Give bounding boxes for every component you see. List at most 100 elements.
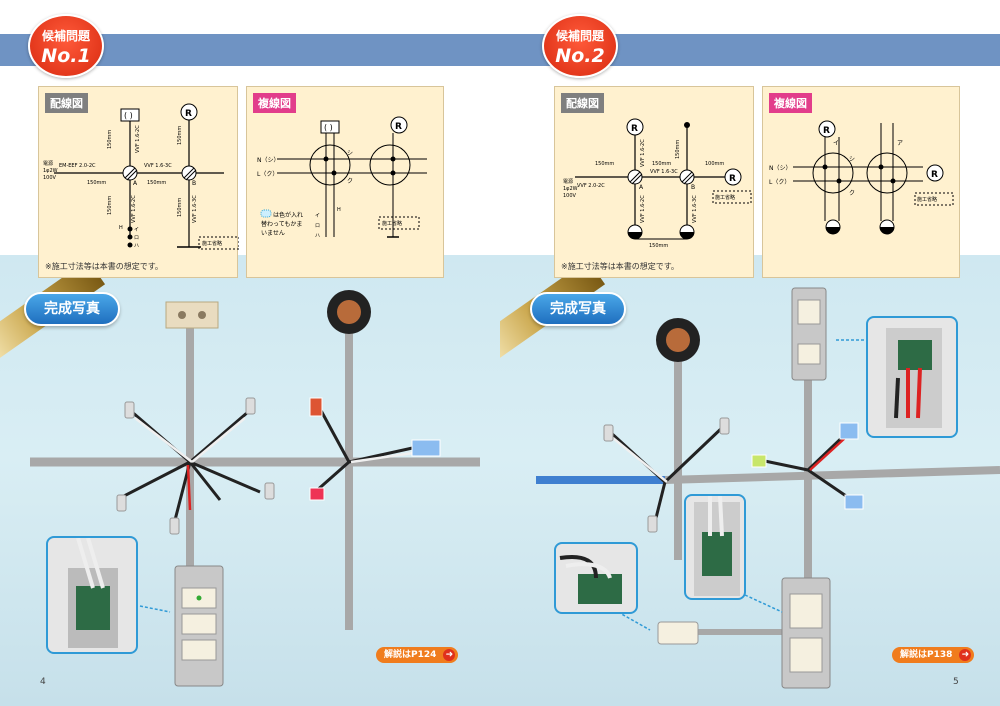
- multi-tag: 複線図: [769, 93, 812, 113]
- multi-tag: 複線図: [253, 93, 296, 113]
- multi-line-panel: 複線図 ( ) R N（シ） L（ク） シ ク イ ロ ハ H: [246, 86, 444, 278]
- multi-omit: 施工省略: [917, 196, 937, 203]
- wiring-diagram: ( ) R A B VVF 1.6-2C VVF 1.6-3C EM-EEF 2…: [43, 103, 239, 250]
- wiring-tag: 配線図: [561, 93, 604, 113]
- wiring-omit: 施工省略: [715, 194, 735, 201]
- reference-link[interactable]: 解説はP138 ➜: [892, 647, 975, 663]
- wiring-omit: 施工省略: [202, 240, 222, 247]
- wiring-lamp-1: R: [631, 124, 638, 134]
- switch-i: イ: [134, 227, 139, 233]
- reference-text: 解説はP124: [384, 650, 437, 660]
- wiring-dim-1: 150mm: [595, 161, 614, 167]
- wiring-dim-2: 150mm: [177, 126, 183, 145]
- completed-work-illustration: [536, 287, 1000, 689]
- photo-label: 完成写真: [24, 292, 120, 326]
- wiring-cable-2: VVF 1.6-3C: [650, 169, 678, 175]
- wiring-cable-5: VVF 1.6-3C: [692, 195, 698, 223]
- power-label-2: 1φ2W: [43, 168, 58, 174]
- wiring-cable-1: VVF 1.6-2C: [135, 125, 141, 153]
- wiring-cable-3: EM-EEF 2.0-2C: [59, 163, 96, 169]
- wiring-cable-2: VVF 1.6-3C: [144, 163, 172, 169]
- multi-line-n: N（シ）: [769, 165, 792, 172]
- multi-line-panel: 複線図 R R N（シ） L（ク） シ ク ア イ: [762, 86, 960, 278]
- wiring-dim-2: 150mm: [652, 161, 671, 167]
- photo-label: 完成写真: [530, 292, 626, 326]
- wiring-dim-4: 150mm: [147, 180, 166, 186]
- wiring-diagram-panel: 配線図 ( ) R A B VVF 1.6-2C VVF 1.6-3C EM-E…: [38, 86, 239, 278]
- box-b-label: B: [192, 180, 196, 187]
- power-label-1: 電源: [563, 178, 573, 185]
- badge-label: 候補問題: [41, 29, 90, 43]
- switch-h: H: [119, 225, 123, 231]
- multi-mark-shi: シ: [347, 150, 353, 157]
- wiring-dim-5: 150mm: [649, 243, 668, 249]
- dimension-note: ※施工寸法等は本書の想定です。: [561, 262, 679, 271]
- box-a-label: A: [133, 180, 138, 187]
- wiring-tag: 配線図: [45, 93, 88, 113]
- multi-mark-ku: ク: [849, 190, 855, 197]
- wiring-cable-4: VVF 1.6-2C: [640, 195, 646, 223]
- page-right: 候補問題 No.2 配線図 R R A B VVF 1.6-2C VVF 1.6…: [500, 0, 1000, 706]
- multi-line-diagram: R R N（シ） L（ク） シ ク ア イ 施工省略: [769, 120, 954, 235]
- completed-work-illustration: [30, 290, 480, 687]
- wiring-cable-3: VVF 2.0-2C: [577, 183, 605, 189]
- wiring-dim-6: 150mm: [177, 198, 183, 217]
- wiring-diagram: R R A B VVF 1.6-2C VVF 1.6-3C VVF 2.0-2C…: [563, 118, 752, 249]
- inset-outlet-illustration: [694, 496, 740, 596]
- wiring-cable-5: VVF 1.6-3C: [192, 195, 198, 223]
- multi-omit: 施工省略: [382, 220, 402, 227]
- wiring-lamp-2: R: [185, 109, 192, 119]
- legend-line-2: 替わってもかま: [261, 220, 302, 228]
- multi-line-n: N（シ）: [257, 157, 280, 164]
- inset-photo-switch: [46, 536, 138, 654]
- multi-lamp-2: R: [395, 122, 402, 132]
- power-label-3: 100V: [563, 193, 577, 199]
- multi-mark-shi: シ: [849, 156, 855, 163]
- arrow-right-icon: ➜: [959, 649, 972, 661]
- box-a-label: A: [639, 184, 644, 191]
- page-left: 候補問題 No.1 配線図 ( ) R A B VVF 1.6-2C VVF 1…: [0, 14, 500, 706]
- wiring-dim-3: 100mm: [705, 161, 724, 167]
- dimension-note: ※施工寸法等は本書の想定です。: [45, 262, 163, 271]
- inset-photo-outlet: [684, 494, 746, 600]
- multi-mark-ha: ハ: [315, 233, 320, 239]
- multi-mark-i: イ: [833, 140, 839, 147]
- multi-mark-a: ア: [897, 140, 903, 147]
- multi-mark-h: H: [337, 207, 341, 213]
- multi-mark-ro: ロ: [315, 223, 320, 229]
- inset-switch-illustration: [68, 538, 118, 648]
- wiring-lamp-2: R: [729, 174, 736, 184]
- multi-line-l: L（ク）: [769, 179, 790, 186]
- inset-photo-switch-top: [866, 316, 958, 438]
- multi-lamp-2: R: [931, 170, 938, 180]
- wiring-dim-5: 150mm: [107, 196, 113, 215]
- wiring-dim-1: 150mm: [107, 130, 113, 149]
- badge-number: No.2: [555, 45, 605, 67]
- power-label-3: 100V: [43, 175, 57, 181]
- box-b-label: B: [691, 184, 695, 191]
- multi-lamp-1: ( ): [324, 123, 333, 132]
- multi-mark-i: イ: [315, 213, 320, 219]
- multi-lamp-1: R: [823, 126, 830, 136]
- wiring-cable-4: VVF 1.6-2C: [131, 195, 137, 223]
- switch-ro: ロ: [134, 235, 139, 241]
- inset-photo-connector: [554, 542, 638, 614]
- arrow-right-icon: ➜: [443, 649, 456, 661]
- reference-link[interactable]: 解説はP124 ➜: [376, 647, 459, 663]
- page-number: 5: [953, 677, 959, 687]
- multi-line-diagram: ( ) R N（シ） L（ク） シ ク イ ロ ハ H は色が入れ 替わってもか…: [257, 116, 427, 239]
- badge-number: No.1: [41, 45, 91, 67]
- wiring-cable-1: VVF 1.6-2C: [640, 139, 646, 167]
- inset-switch-top-illustration: [886, 328, 942, 428]
- badge-label: 候補問題: [555, 29, 604, 43]
- switch-ha: ハ: [134, 243, 139, 249]
- page-number: 4: [40, 677, 46, 687]
- wiring-diagram-panel: 配線図 R R A B VVF 1.6-2C VVF 1.6-3C VVF 2.…: [554, 86, 754, 278]
- multi-mark-ku: ク: [347, 178, 353, 185]
- wiring-dim-4: 150mm: [675, 140, 681, 159]
- legend-line-3: いません: [261, 230, 285, 237]
- problem-badge: 候補問題 No.1: [28, 14, 104, 78]
- multi-line-l: L（ク）: [257, 171, 278, 178]
- wiring-lamp-1: ( ): [124, 111, 133, 120]
- inset-connector-illustration: [559, 555, 622, 604]
